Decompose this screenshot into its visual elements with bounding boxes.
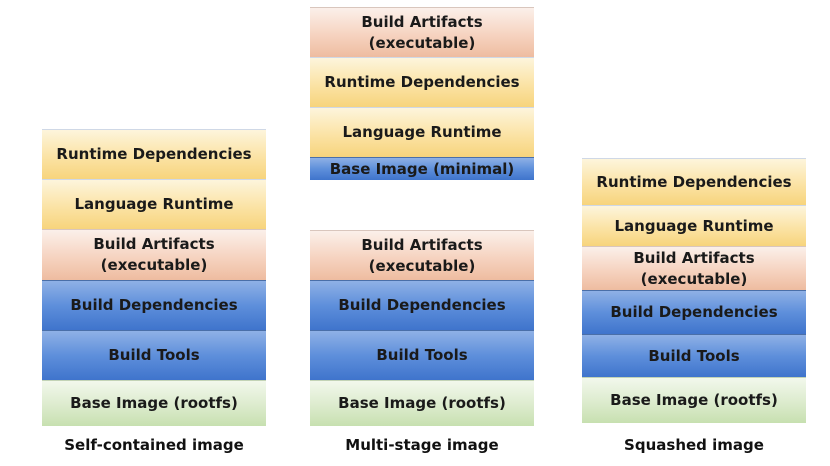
self-contained-layer-build-dependencies: Build Dependencies — [42, 280, 266, 330]
multi-stage-build-layer-base-image: Base Image (rootfs) — [310, 380, 534, 426]
squashed-layer-runtime-dependencies: Runtime Dependencies — [582, 158, 806, 205]
multi-stage-build-layer-build-tools: Build Tools — [310, 330, 534, 380]
self-contained-caption: Self-contained image — [64, 436, 244, 454]
self-contained-layer-build-artifacts: Build Artifacts (executable) — [42, 229, 266, 280]
squashed-layer-base-image: Base Image (rootfs) — [582, 377, 806, 423]
squashed-layer-build-dependencies: Build Dependencies — [582, 290, 806, 334]
multi-stage-final-layer-base-image-minimal: Base Image (minimal) — [310, 157, 534, 180]
squashed-layer-build-artifacts: Build Artifacts (executable) — [582, 246, 806, 290]
multi-stage-build-layer-build-dependencies: Build Dependencies — [310, 280, 534, 330]
squashed-layer-build-tools: Build Tools — [582, 334, 806, 377]
multi-stage-caption: Multi-stage image — [345, 436, 499, 454]
squashed-layer-language-runtime: Language Runtime — [582, 205, 806, 246]
multi-stage-final-layer-build-artifacts: Build Artifacts (executable) — [310, 7, 534, 57]
self-contained-layer-language-runtime: Language Runtime — [42, 179, 266, 229]
self-contained-layer-base-image: Base Image (rootfs) — [42, 380, 266, 426]
multi-stage-final-layer-runtime-dependencies: Runtime Dependencies — [310, 57, 534, 107]
self-contained-layer-build-tools: Build Tools — [42, 330, 266, 380]
squashed-caption: Squashed image — [624, 436, 764, 454]
multi-stage-final-layer-language-runtime: Language Runtime — [310, 107, 534, 157]
self-contained-layer-runtime-dependencies: Runtime Dependencies — [42, 129, 266, 179]
multi-stage-build-layer-build-artifacts: Build Artifacts (executable) — [310, 230, 534, 280]
